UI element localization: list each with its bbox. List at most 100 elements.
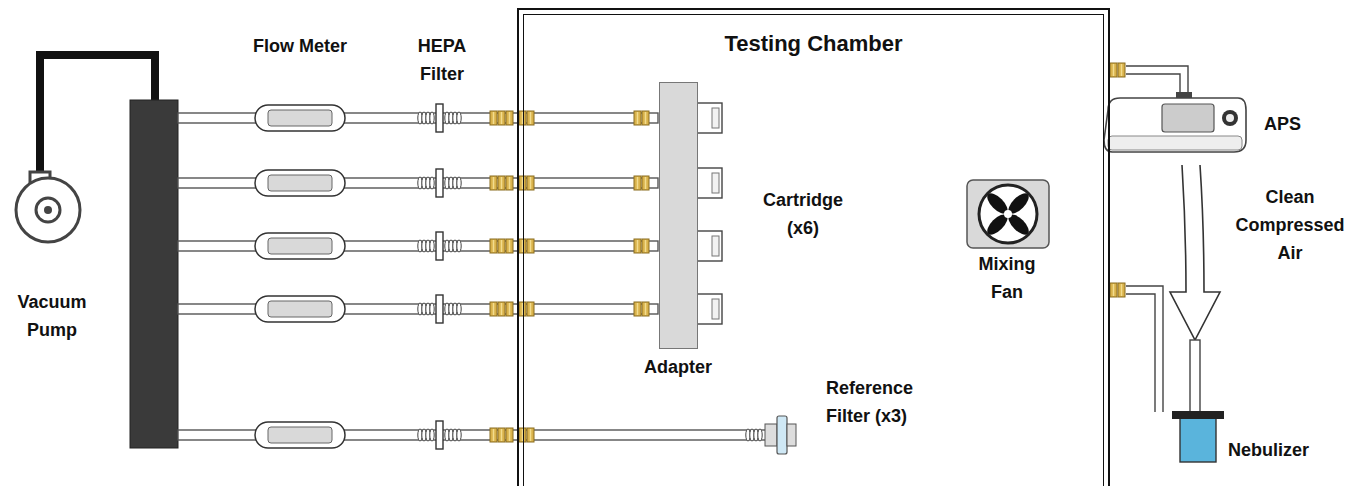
flow-meter-glass — [268, 238, 332, 254]
flow-meter — [255, 170, 345, 196]
air-tube — [1190, 340, 1200, 412]
aps-body — [1104, 98, 1246, 152]
brass-fitting — [642, 176, 649, 190]
brass-highlight — [637, 112, 639, 124]
brass-fitting — [527, 176, 534, 190]
brass-highlight — [509, 303, 511, 315]
compressed-air-arrow — [1170, 165, 1220, 340]
hepa-filter — [436, 104, 443, 132]
brass-highlight — [1113, 64, 1115, 76]
reference-filter — [777, 416, 787, 454]
brass-fitting — [490, 176, 497, 190]
flow-meter-glass — [268, 301, 332, 317]
part-label: APS — [1264, 110, 1324, 138]
brass-highlight — [501, 303, 503, 315]
pump-hub — [44, 206, 52, 214]
aps-base — [1108, 136, 1242, 150]
part-label: HEPA Filter — [402, 32, 482, 88]
brass-fitting — [498, 302, 505, 316]
brass-highlight — [1113, 284, 1115, 296]
thread-coil — [758, 429, 762, 441]
pump-housing — [16, 178, 80, 242]
adapter-block: Adapter — [625, 82, 731, 379]
brass-highlight — [637, 177, 639, 189]
pump-impeller — [36, 198, 60, 222]
hepa-filter — [436, 421, 443, 449]
cartridge — [695, 231, 722, 261]
aps-screen — [1162, 104, 1214, 132]
brass-fitting — [634, 302, 641, 316]
brass-highlight — [493, 177, 495, 189]
brass-fitting — [498, 111, 505, 125]
brass-highlight — [1121, 284, 1123, 296]
thread-coil — [430, 303, 434, 315]
cartridge-face — [712, 173, 719, 193]
brass-fitting — [527, 111, 534, 125]
brass-highlight — [645, 303, 647, 315]
brass-fitting — [506, 111, 513, 125]
part-label: Cartridge (x6) — [748, 186, 858, 242]
thread-coil — [457, 240, 461, 252]
flow-meter — [255, 233, 345, 259]
aps-knob — [1222, 110, 1238, 126]
fan-housing — [967, 180, 1049, 248]
aps-inlet — [1176, 92, 1192, 98]
brass-fitting — [490, 239, 497, 253]
brass-highlight — [645, 240, 647, 252]
brass-fitting — [527, 428, 534, 442]
brass-fitting — [1110, 283, 1117, 297]
brass-highlight — [530, 429, 532, 441]
cartridge-face — [712, 108, 719, 128]
thread-coil — [457, 429, 461, 441]
brass-fitting — [506, 428, 513, 442]
cartridge-face — [712, 236, 719, 256]
flow-meter — [255, 422, 345, 448]
nebulizer-lid — [1172, 411, 1224, 419]
brass-highlight — [530, 112, 532, 124]
flow-meter-glass — [268, 175, 332, 191]
brass-highlight — [493, 429, 495, 441]
tube — [178, 304, 658, 314]
part-label: Nebulizer — [1228, 436, 1348, 464]
brass-highlight — [509, 112, 511, 124]
brass-highlight — [645, 177, 647, 189]
brass-fitting — [498, 239, 505, 253]
brass-fitting — [490, 111, 497, 125]
brass-fitting — [506, 176, 513, 190]
adapter-label: Adapter — [625, 355, 731, 379]
cartridge — [695, 294, 722, 324]
chamber-title: Testing Chamber — [519, 30, 1108, 58]
thread-coil — [457, 303, 461, 315]
brass-highlight — [501, 112, 503, 124]
tube — [178, 241, 658, 251]
brass-highlight — [637, 303, 639, 315]
tube — [178, 113, 658, 123]
brass-highlight — [501, 177, 503, 189]
brass-highlight — [637, 240, 639, 252]
thread-coil — [430, 112, 434, 124]
cartridge-face — [712, 299, 719, 319]
brass-fitting — [506, 302, 513, 316]
aps-tube — [1126, 66, 1188, 96]
brass-fitting — [527, 302, 534, 316]
nebulizer-tube — [1126, 286, 1163, 412]
brass-highlight — [493, 303, 495, 315]
flow-meter-glass — [268, 427, 332, 443]
fan-hub — [1004, 210, 1012, 218]
brass-highlight — [493, 240, 495, 252]
hepa-filter — [436, 295, 443, 323]
brass-fitting — [490, 428, 497, 442]
flow-meter — [255, 105, 345, 131]
part-label: Clean Compressed Air — [1226, 183, 1354, 267]
fan-ring — [979, 185, 1037, 243]
part-label: Vacuum Pump — [4, 288, 100, 344]
brass-fitting — [1110, 63, 1117, 77]
cartridge — [695, 103, 722, 133]
thread-coil — [457, 177, 461, 189]
brass-highlight — [509, 429, 511, 441]
brass-highlight — [493, 112, 495, 124]
hepa-filter — [436, 169, 443, 197]
filter-holder — [787, 424, 796, 446]
adapter-body — [659, 82, 698, 349]
part-label: Flow Meter — [240, 32, 360, 60]
